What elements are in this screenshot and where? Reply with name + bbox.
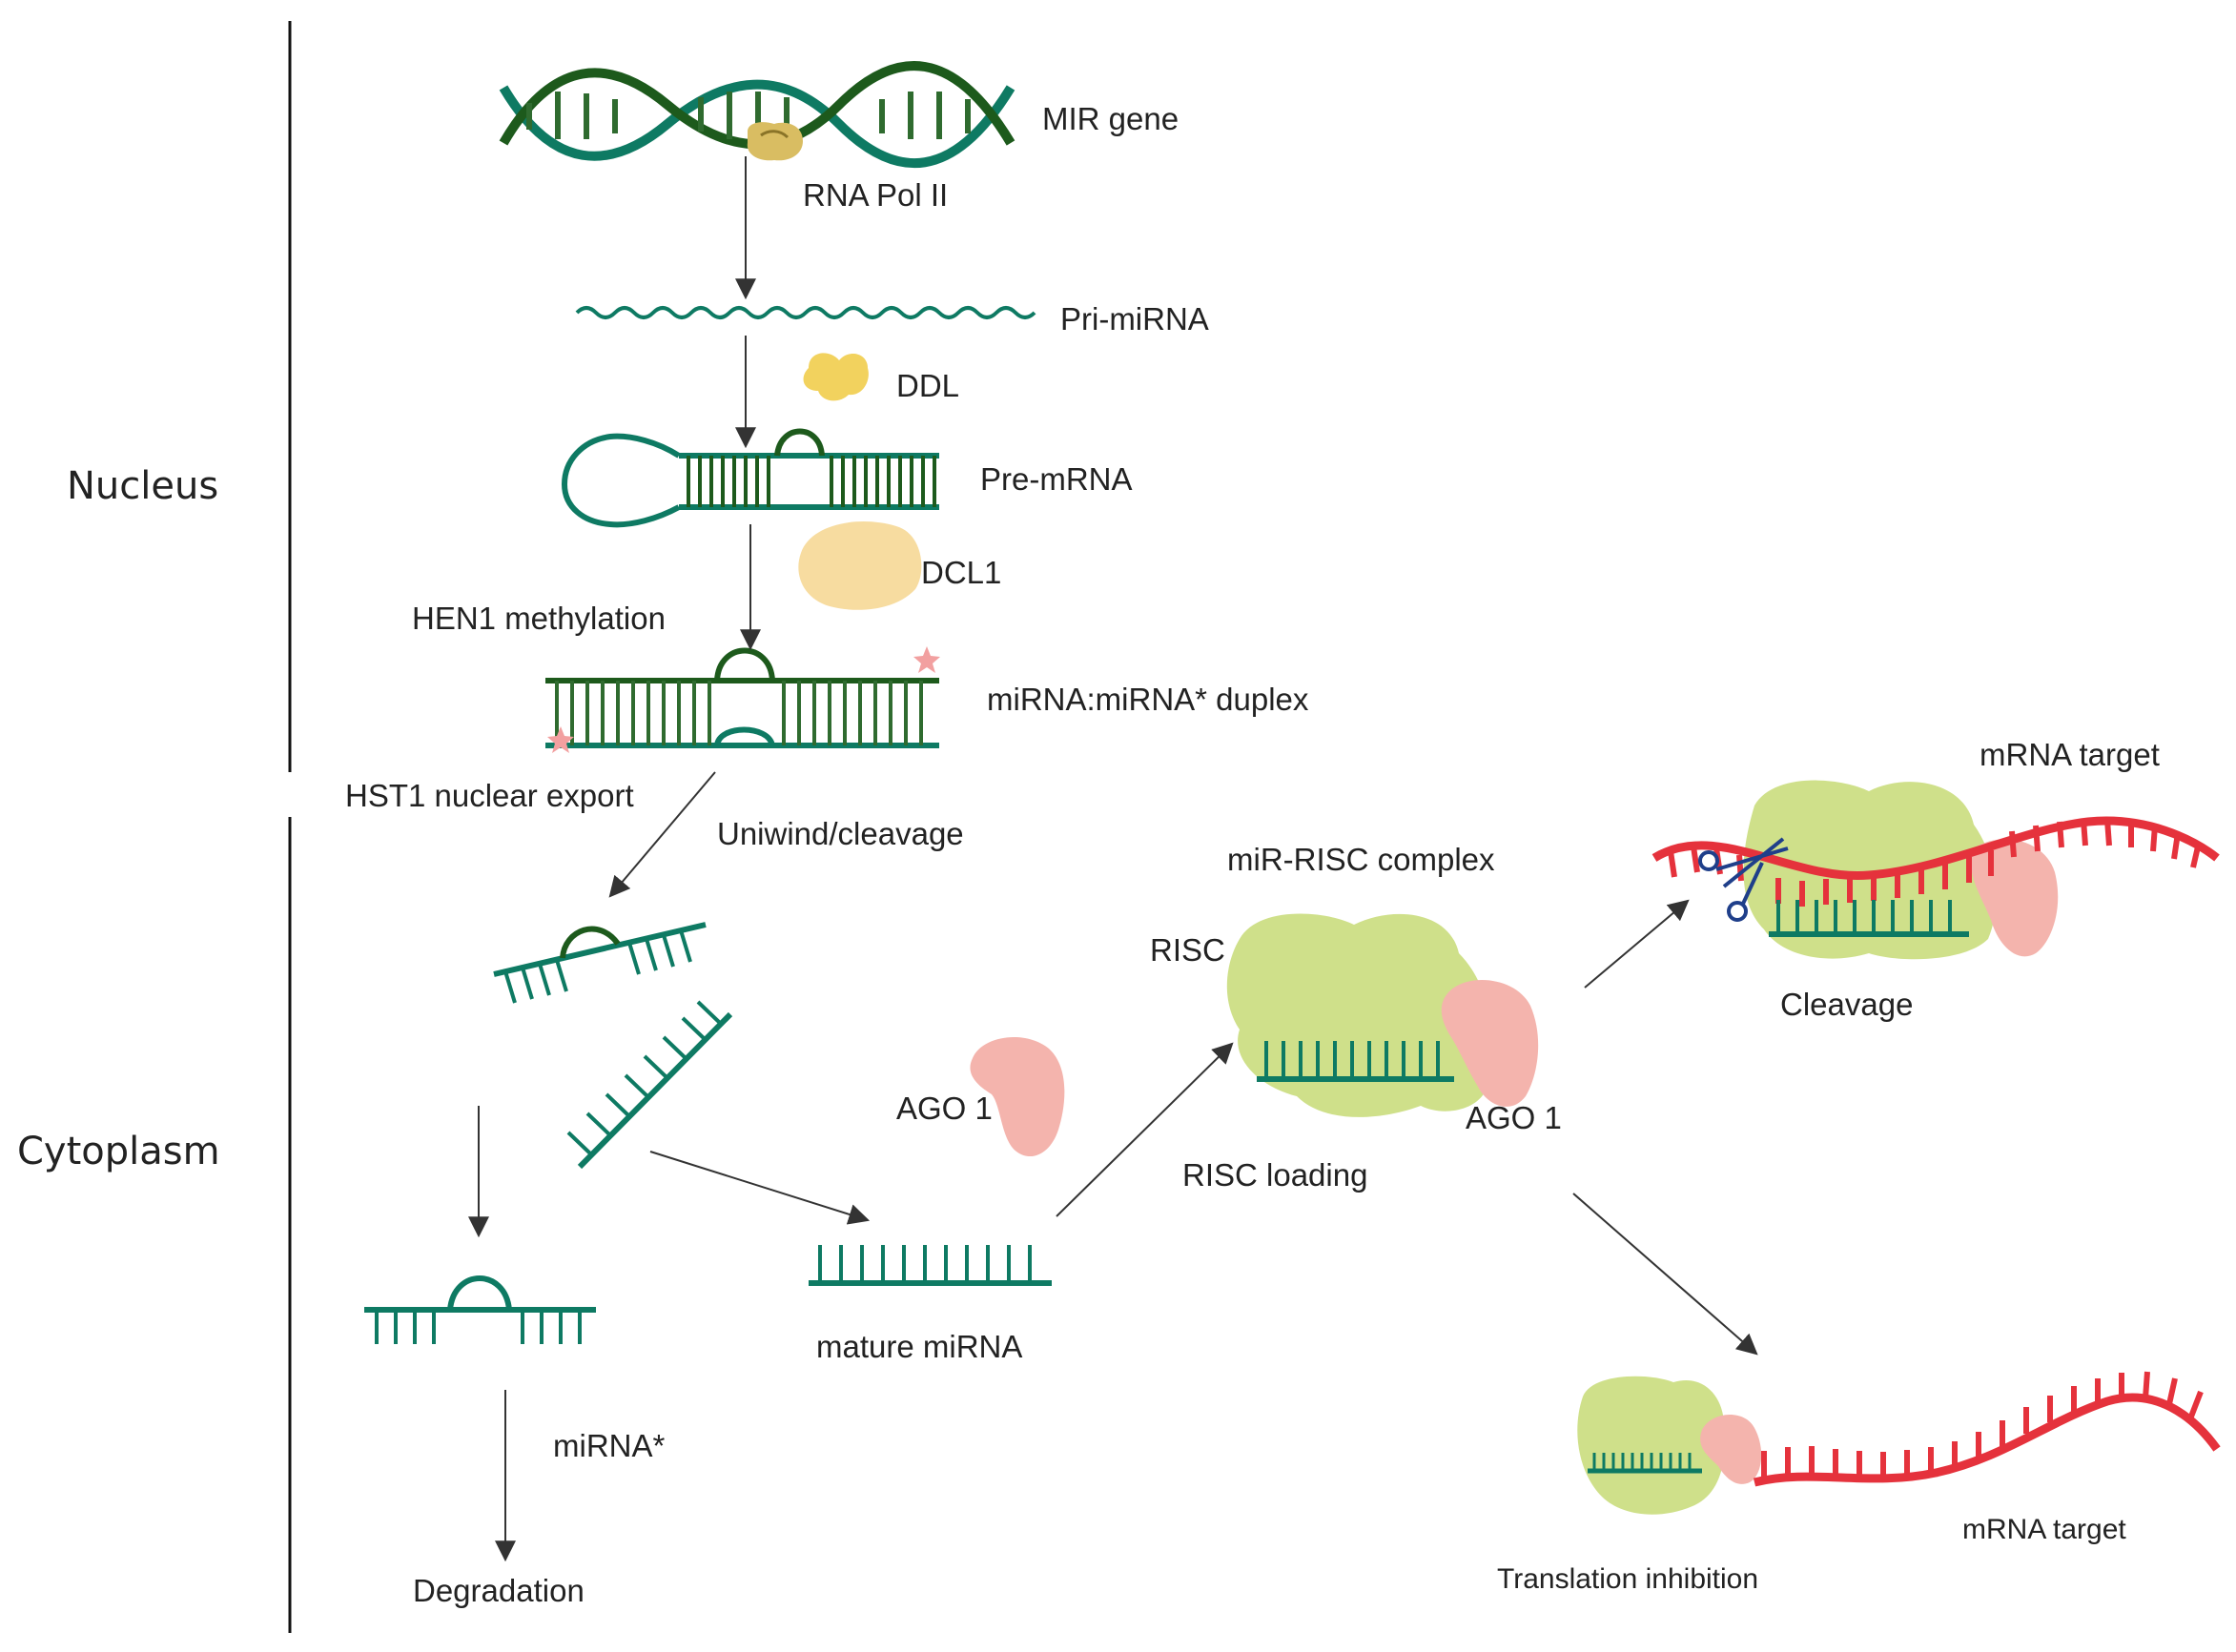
risc-complex-icon <box>1743 780 1997 960</box>
arrow-to-cleavage <box>1584 899 1690 989</box>
translation-inhibition-label: Translation inhibition <box>1497 1563 1759 1595</box>
mirna-duplex-icon <box>545 647 939 748</box>
unwind-cleavage-label: Uniwind/cleavage <box>717 816 964 851</box>
risc-loaded-mirna-icon <box>1257 1041 1454 1082</box>
ago1-complex-label: AGO 1 <box>1466 1100 1562 1135</box>
arrow-to-translation <box>1572 1193 1758 1356</box>
mrna-target-translation-icon <box>1753 1371 2221 1487</box>
ago1-free-label: AGO 1 <box>896 1091 993 1126</box>
mir-risc-complex-label: miR-RISC complex <box>1227 842 1495 877</box>
rna-pol-ii-icon <box>747 122 803 161</box>
mirna-star-strand-icon <box>493 922 707 1004</box>
mir-gene-dna-icon <box>499 61 1015 168</box>
risc-label: RISC <box>1150 932 1225 968</box>
risc-complex-icon <box>1226 913 1491 1117</box>
pre-mrna-label: Pre-mRNA <box>980 461 1133 497</box>
risc-loading-label: RISC loading <box>1182 1157 1368 1193</box>
region-cytoplasm-label: Cytoplasm <box>17 1130 220 1173</box>
cleavage-label: Cleavage <box>1780 987 1914 1022</box>
hst1-export-label: HST1 nuclear export <box>345 778 634 813</box>
arrow-risc-loading <box>1056 1042 1234 1217</box>
duplex-label: miRNA:miRNA* duplex <box>987 682 1309 717</box>
mrna-target-top-label: mRNA target <box>1980 737 2160 772</box>
mirna-star-degradation-icon <box>364 1275 596 1344</box>
ddl-label: DDL <box>896 368 960 403</box>
mirna-guide-strand-icon <box>566 1000 733 1170</box>
ago1-protein-icon <box>1441 980 1539 1107</box>
pri-mirna-strand-icon <box>575 306 1036 319</box>
mirna-star-label: miRNA* <box>553 1428 666 1463</box>
mrna-target-bottom-label: mRNA target <box>1962 1514 2126 1545</box>
arrow-duplex-to-strands <box>608 771 716 898</box>
arrow-to-mature <box>649 1151 871 1225</box>
ddl-protein-icon <box>803 353 869 401</box>
region-nucleus-label: Nucleus <box>67 464 219 508</box>
methylation-star-icon <box>913 646 940 673</box>
translation-mirna-icon <box>1588 1453 1702 1474</box>
cleavage-guide-mirna-icon <box>1769 900 1969 937</box>
ago1-protein-icon <box>970 1036 1065 1157</box>
degradation-label: Degradation <box>413 1573 585 1608</box>
pre-mrna-hairpin-icon <box>561 428 939 528</box>
mir-gene-label: MIR gene <box>1042 101 1180 136</box>
dcl1-label: DCL1 <box>921 555 1002 590</box>
hen1-methylation-label: HEN1 methylation <box>412 601 666 636</box>
pri-mirna-label: Pri-miRNA <box>1060 301 1209 337</box>
scissors-icon <box>1698 837 1789 922</box>
flow-arrows <box>468 156 1758 1562</box>
risc-complex-icon <box>1577 1376 1725 1515</box>
dcl1-protein-icon <box>798 521 922 610</box>
methylation-star-icon <box>547 726 574 753</box>
mature-mirna-label: mature miRNA <box>816 1329 1023 1364</box>
ago1-protein-icon <box>1700 1414 1762 1484</box>
rna-pol-ii-label: RNA Pol II <box>803 177 949 213</box>
mature-mirna-icon <box>809 1245 1052 1286</box>
